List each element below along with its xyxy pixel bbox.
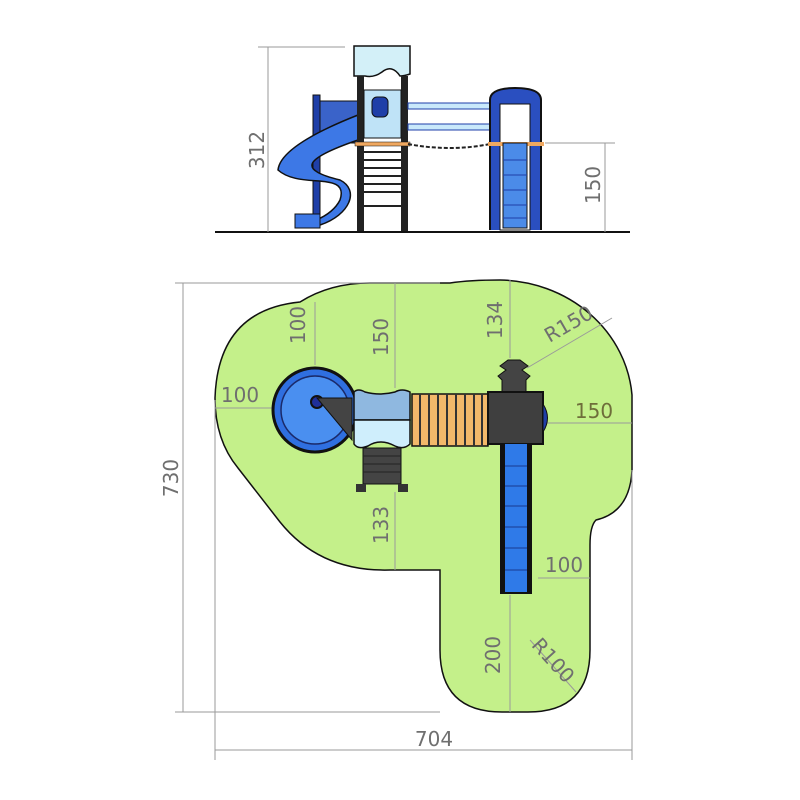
- elevation-view: 312 150: [215, 45, 630, 233]
- ladder-clearance-bottom-label: 133: [369, 506, 393, 544]
- tower-clearance-top-label: 150: [369, 318, 393, 356]
- tower-clearance-right-label: 150: [575, 399, 613, 423]
- chain-bridge: [407, 143, 491, 149]
- slide-clearance-left-label: 100: [221, 383, 259, 407]
- overall-width-label: 704: [415, 727, 453, 751]
- climber-plan: [497, 359, 531, 393]
- total-height-label: 312: [245, 131, 269, 169]
- tower-elevation: [353, 45, 411, 231]
- tower-roof: [353, 45, 411, 78]
- plan-view: 730 704 100 100 150 134 R150 150 133 100…: [159, 279, 633, 760]
- platform-height-label: 150: [581, 166, 605, 204]
- spiral-slide-elevation: [277, 94, 361, 229]
- climber-clearance-top-label: 134: [483, 301, 507, 339]
- slide-clearance-side-label: 100: [545, 553, 583, 577]
- climbing-panel-icon: [371, 96, 389, 118]
- slide-tower-elevation: [488, 86, 544, 231]
- slide-exit-clearance-label: 200: [481, 636, 505, 674]
- overall-depth-label: 730: [159, 459, 183, 497]
- slide-clearance-top-label: 100: [286, 306, 310, 344]
- tower-plan: [353, 389, 411, 492]
- spiral-slide-plan: [271, 366, 359, 454]
- bridge-deck-plan: [411, 393, 489, 447]
- slide-tower-plan: [487, 359, 548, 594]
- safety-zone: [214, 279, 633, 713]
